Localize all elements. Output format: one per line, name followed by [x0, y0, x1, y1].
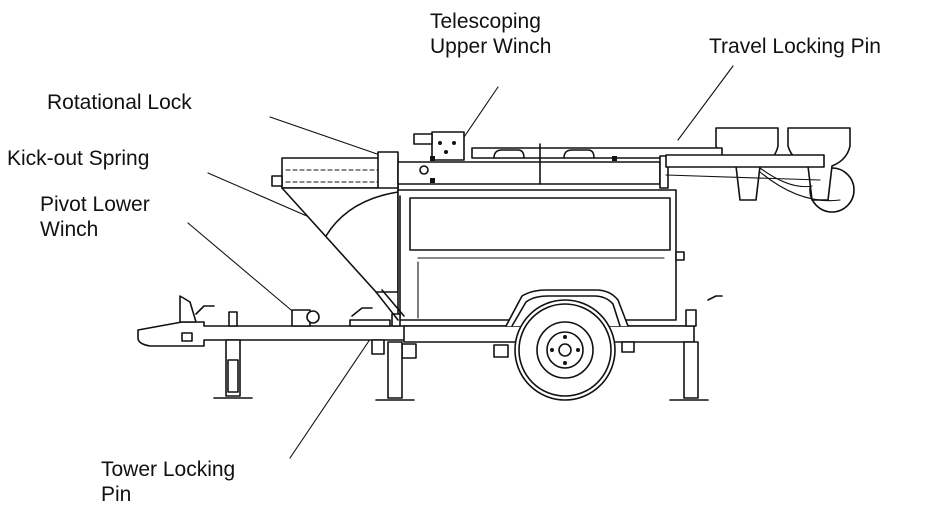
label-tower-locking-pin: Tower Locking Pin	[101, 458, 236, 506]
leader-lines	[187, 65, 734, 459]
label-telescoping-upper-winch: Telescoping Upper Winch	[430, 10, 552, 58]
kick-out-spring	[281, 187, 399, 293]
leader-tower-pin	[289, 322, 382, 459]
tower-locking-pin-strut	[375, 289, 405, 321]
generator-body	[397, 178, 685, 321]
mast	[271, 131, 825, 197]
leader-kickout-spring	[207, 172, 317, 221]
label-travel-locking-pin: Travel Locking Pin	[709, 35, 881, 58]
label-rotational-lock: Rotational Lock	[47, 91, 192, 114]
wheel	[514, 299, 616, 401]
label-kick-out-spring: Kick-out Spring	[7, 147, 150, 170]
leader-upper-winch	[461, 86, 499, 141]
label-pivot-lower-winch: Pivot Lower Winch	[40, 193, 150, 241]
jacks	[195, 295, 723, 401]
leader-travel-pin	[677, 65, 734, 141]
leader-rotational-lock	[269, 116, 384, 157]
leader-pivot-winch	[187, 222, 298, 316]
lamp-heads	[715, 127, 855, 213]
